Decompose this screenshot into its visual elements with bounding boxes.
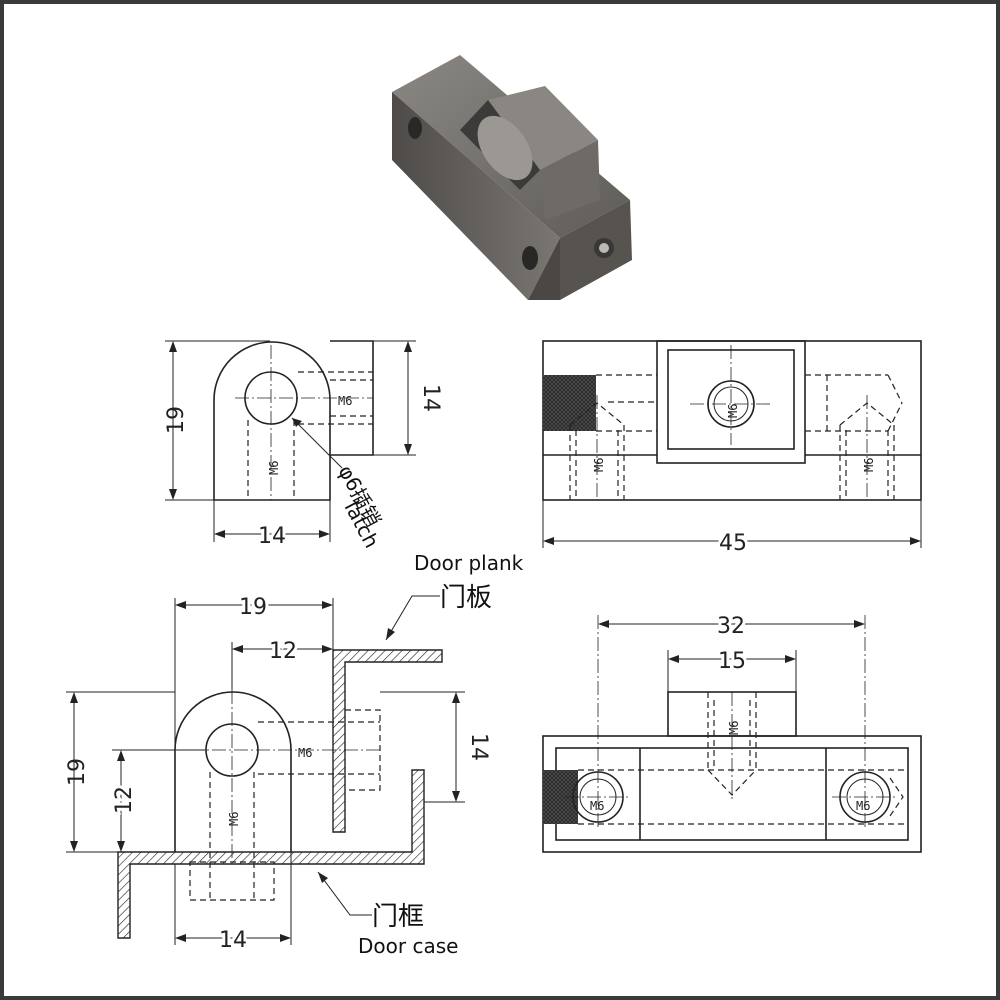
installation-view: M6 M6 19 12 19 12	[65, 583, 492, 958]
door-plank-label: Door plank	[414, 551, 524, 575]
front-right-thread: M6	[862, 458, 876, 472]
door-case-cn-label: 门框	[372, 902, 424, 932]
dim-install-pin-height: 12	[112, 786, 137, 814]
bottom-view: M6 M6 M6 32 15	[542, 611, 922, 853]
dim-install-base-width: 14	[219, 928, 247, 953]
hinge-product-photo	[392, 55, 632, 300]
install-thread-h: M6	[298, 746, 312, 760]
dim-bottom-hole-spacing: 32	[717, 614, 745, 639]
dim-bottom-block-width: 15	[718, 649, 746, 674]
door-case-label: Door case	[358, 934, 458, 958]
dim-install-pin-offset: 12	[269, 639, 297, 664]
front-left-thread: M6	[592, 458, 606, 472]
side-view: M6 M6 19 14 14 φ6插销 latch	[164, 340, 443, 552]
bottom-left-thread: M6	[590, 799, 604, 813]
knurl-grip-left	[543, 375, 596, 431]
bottom-right-thread: M6	[856, 799, 870, 813]
door-plank-cn-label: 门板	[440, 583, 492, 613]
side-view-thread-label-vertical: M6	[267, 461, 281, 475]
dim-install-inner-height: 14	[466, 733, 491, 761]
dim-side-inner-height: 14	[418, 384, 443, 412]
door-plank-section	[332, 649, 443, 833]
dim-front-length: 45	[719, 531, 747, 556]
dim-side-width: 14	[258, 524, 286, 549]
install-thread-v: M6	[227, 812, 241, 826]
front-center-thread: M6	[726, 404, 740, 418]
dim-install-width: 19	[239, 595, 267, 620]
dim-install-height: 19	[65, 758, 90, 786]
side-view-thread-label: M6	[338, 394, 352, 408]
bottom-center-thread: M6	[727, 721, 741, 735]
front-view: M6 M6 M6 45	[542, 340, 922, 559]
door-case-section	[117, 769, 425, 939]
dim-side-height: 19	[164, 406, 189, 434]
